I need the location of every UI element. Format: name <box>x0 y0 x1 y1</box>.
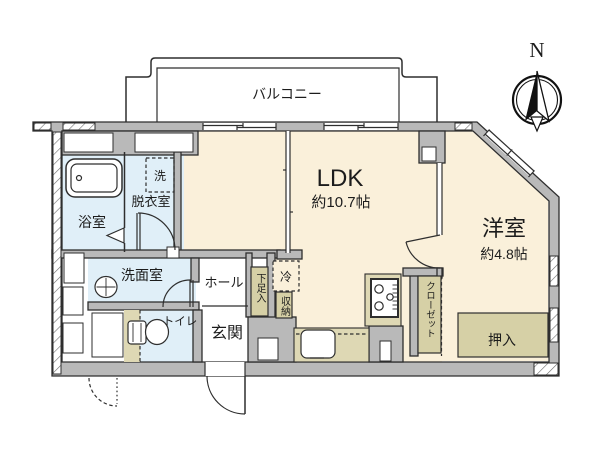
doors <box>88 212 441 415</box>
compass-needle-light <box>536 70 551 123</box>
sliding-partition <box>285 131 290 253</box>
hatched-wall <box>62 122 96 131</box>
washer-pan-box <box>145 157 175 193</box>
sliding-window <box>324 123 398 130</box>
hatched-walls <box>33 122 559 376</box>
thin-wall <box>437 163 442 235</box>
compass: N <box>511 38 563 133</box>
partitions <box>105 131 443 307</box>
wall-segment <box>409 271 419 357</box>
shoe-cabinet-box <box>250 266 269 317</box>
oshiire-label: 押入 <box>488 332 516 348</box>
balcony-outline <box>125 57 438 122</box>
oshiire-box <box>457 312 549 358</box>
storage-label: 収納 <box>279 296 291 317</box>
toilet-tank-icon <box>127 320 147 345</box>
western-room-label: 洋室 <box>482 216 526 241</box>
hatched-wall <box>549 255 559 287</box>
diagonal-window-jamb <box>483 129 490 137</box>
compass-needle-dark <box>525 71 537 121</box>
wall-niche <box>63 132 114 153</box>
stove-burner <box>374 301 384 311</box>
wall-niche <box>134 132 194 153</box>
dressing-room-label: 脱衣室 <box>131 194 170 209</box>
wall-niche <box>166 246 180 259</box>
bathtub-inner-line <box>70 163 118 193</box>
bath-folding-door-icon <box>105 227 125 244</box>
wall-niche <box>421 146 437 162</box>
kitchen-sink-icon <box>300 329 336 359</box>
wall-segment <box>190 257 200 283</box>
stove-grill <box>392 284 397 310</box>
sliding-window <box>203 123 276 130</box>
ldk-label: LDK <box>317 165 364 192</box>
fixtures <box>65 158 399 359</box>
ldk-area-label: 約10.7帖 <box>311 194 370 211</box>
western-room-area-label: 約4.8帖 <box>480 246 527 262</box>
entrance-opening <box>205 362 245 376</box>
compass-north-label: N <box>529 38 544 62</box>
western-door-arc <box>405 241 441 269</box>
dashed-markers <box>139 157 443 362</box>
washroom-door-arc <box>162 279 192 308</box>
diagonal-window-jamb <box>528 170 535 178</box>
windows <box>202 123 535 178</box>
refrigerator-box <box>272 260 300 292</box>
bathroom-label: 浴室 <box>78 214 106 230</box>
hatched-wall <box>549 307 559 343</box>
diagonal-window-tick <box>506 149 513 156</box>
cream-floors <box>174 131 548 362</box>
wall-segment <box>173 151 182 256</box>
balcony-label: バルコニー <box>252 86 322 102</box>
pipe-space-box <box>62 322 84 354</box>
wall-segment <box>192 309 203 363</box>
stove-burner <box>374 284 384 294</box>
hatched-wall <box>52 131 62 375</box>
wall-niches <box>62 132 437 362</box>
entrance-label: 玄関 <box>211 324 243 342</box>
wall-segment <box>87 301 200 311</box>
entrance-door-arc <box>206 375 246 415</box>
bathtub-drain <box>75 174 83 182</box>
refrigerator-label: 冷 <box>280 270 292 284</box>
shoe-cabinet-label: 下足入 <box>254 273 266 303</box>
pipe-space-box <box>257 337 279 361</box>
pipe-space-box <box>91 312 124 358</box>
pipe-space-box <box>62 286 84 316</box>
compass-tail <box>530 116 544 133</box>
pipe-space-box <box>63 252 85 284</box>
pipe-space-box <box>379 340 392 362</box>
closet-label: クローゼット <box>424 281 436 338</box>
washroom-label: 洗面室 <box>121 267 163 283</box>
storage-box <box>275 291 293 319</box>
western-door-leaf <box>405 234 441 243</box>
hatched-wall <box>33 122 52 131</box>
room-hall-genkan-floor <box>196 253 252 362</box>
toilet-label: トイレ <box>163 316 198 328</box>
bathtub-icon <box>65 158 123 198</box>
balcony-inner-line <box>156 67 400 122</box>
hall-label: ホール <box>204 275 243 290</box>
service-door-arc <box>88 377 118 407</box>
washer-label: 洗 <box>154 169 166 183</box>
hatched-wall <box>454 122 473 131</box>
dressing-door-arc <box>137 212 176 251</box>
room-labels: バルコニー LDK 約10.7帖 洋室 約4.8帖 浴室 脱衣室 洗 洗面室 ト… <box>78 86 528 348</box>
room-western-floor <box>441 131 548 361</box>
white-floors <box>196 253 252 362</box>
hatched-wall <box>533 362 559 376</box>
balcony-outer-line <box>125 57 438 122</box>
toilet-bowl-icon <box>144 318 170 346</box>
